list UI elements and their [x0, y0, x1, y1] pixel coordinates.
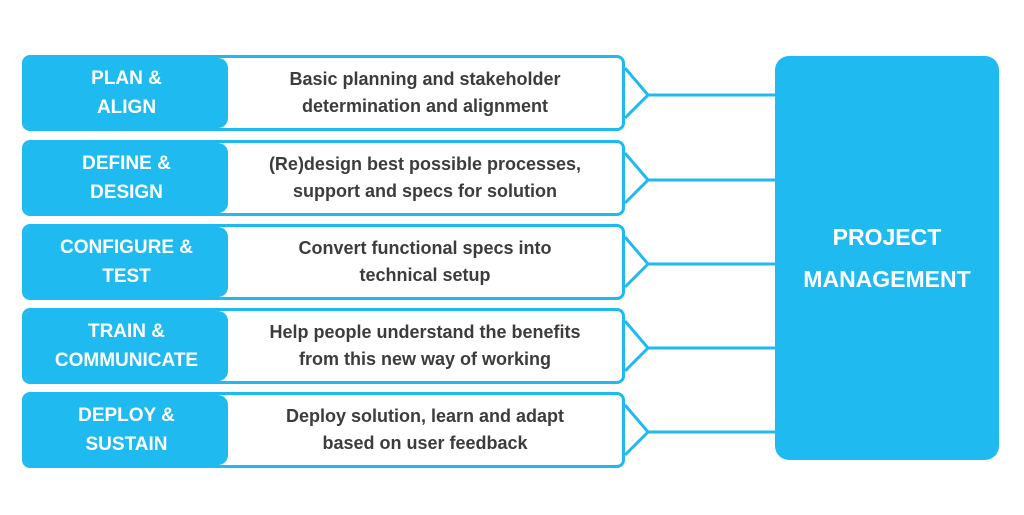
phase-label: CONFIGURE & TEST [25, 227, 228, 297]
phase-description-line: (Re)design best possible processes, [268, 154, 582, 174]
phase-description-line: determination and alignment [301, 96, 548, 116]
connector-plan-align [623, 67, 775, 120]
project-management-line: MANAGEMENT [803, 266, 971, 292]
phase-description-line: support and specs for solution [292, 181, 557, 201]
phase-description: Deploy solution, learn and adapt based o… [228, 395, 622, 465]
phase-label-line: TEST [102, 266, 151, 287]
phase-description-line: from this new way of working [298, 349, 551, 369]
phase-label: TRAIN & COMMUNICATE [25, 311, 228, 381]
phase-description-line: Convert functional specs into [298, 238, 552, 258]
phase-description: (Re)design best possible processes, supp… [228, 143, 622, 213]
phase-row-define-design: DEFINE & DESIGN (Re)design best possible… [22, 140, 625, 216]
project-management-line: PROJECT [832, 224, 942, 250]
phase-row-deploy-sustain: DEPLOY & SUSTAIN Deploy solution, learn … [22, 392, 625, 468]
connector-configure-test [623, 236, 775, 289]
phase-label-line: ALIGN [96, 97, 157, 118]
phase-label-line: TRAIN & [87, 321, 166, 342]
phase-label: PLAN & ALIGN [25, 58, 228, 128]
phase-row-configure-test: CONFIGURE & TEST Convert functional spec… [22, 224, 625, 300]
connector-define-design [623, 152, 775, 205]
phase-description: Basic planning and stakeholder determina… [228, 58, 622, 128]
phase-description-line: Deploy solution, learn and adapt [285, 406, 565, 426]
phase-label: DEFINE & DESIGN [25, 143, 228, 213]
phase-description-line: technical setup [359, 265, 491, 285]
phase-label-line: PLAN & [91, 68, 162, 89]
phase-row-plan-align: PLAN & ALIGN Basic planning and stakehol… [22, 55, 625, 131]
phase-description-line: Basic planning and stakeholder [289, 69, 561, 89]
connector-train-communicate [623, 320, 775, 373]
phase-row-train-communicate: TRAIN & COMMUNICATE Help people understa… [22, 308, 625, 384]
phase-label: DEPLOY & SUSTAIN [25, 395, 228, 465]
phase-label-line: SUSTAIN [85, 434, 168, 455]
phase-description: Help people understand the benefits from… [228, 311, 622, 381]
phase-label-line: DESIGN [90, 182, 163, 203]
phase-description: Convert functional specs into technical … [228, 227, 622, 297]
phase-description-line: Help people understand the benefits [269, 322, 581, 342]
connector-deploy-sustain [623, 404, 775, 457]
project-management-box: PROJECT MANAGEMENT [775, 56, 999, 460]
phase-description-line: based on user feedback [322, 433, 528, 453]
phase-label-line: COMMUNICATE [54, 350, 199, 371]
phase-label-line: DEPLOY & [78, 405, 175, 426]
phase-label-line: DEFINE & [82, 153, 171, 174]
phase-label-line: CONFIGURE & [60, 237, 193, 258]
